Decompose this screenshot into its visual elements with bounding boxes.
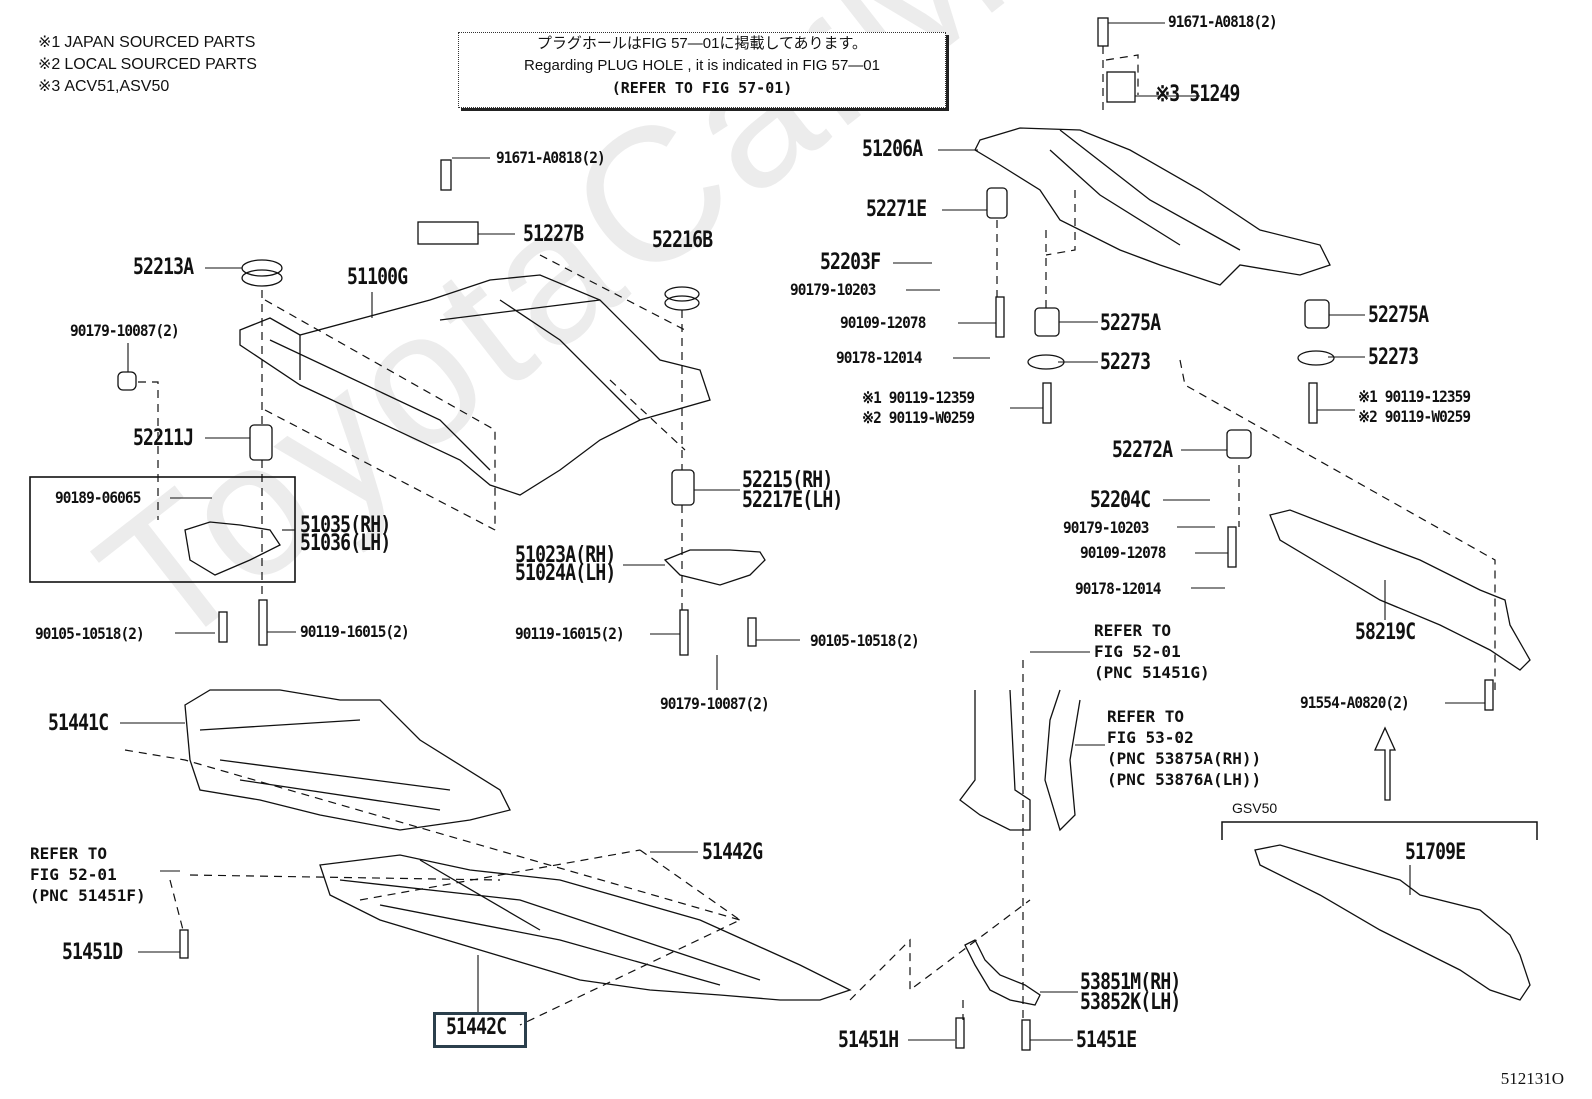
part-label-53851M[interactable]: 53851M(RH) — [1080, 970, 1181, 995]
part-label-51023A[interactable]: 51023A(RH) — [515, 543, 616, 568]
figure-id: 512131O — [1500, 1069, 1564, 1088]
part-label-51206A[interactable]: 51206A — [862, 137, 923, 162]
brace-58219C — [1269, 509, 1531, 671]
plug-hole-note: プラグホールはFIG 57—01に掲載してあります。 Regarding PLU… — [458, 32, 946, 108]
part-label-52203F[interactable]: 52203F — [820, 250, 881, 275]
part-label-52275A[interactable]: 52275A — [1100, 311, 1161, 336]
part-label-52275A[interactable]: 52275A — [1368, 303, 1429, 328]
front-subframe-51100G — [239, 274, 711, 496]
part-label-52273[interactable]: 52273 — [1100, 350, 1151, 375]
part-label-90119-W0259[interactable]: ※2 90119-W0259 — [1358, 407, 1471, 426]
fender-liner — [959, 689, 1031, 831]
part-label-90178-12014[interactable]: 90178-12014 — [836, 348, 922, 367]
part-label-90179-10087[interactable]: 90179-10087(2) — [70, 321, 180, 340]
note-japanese: プラグホールはFIG 57—01に掲載してあります。 — [536, 35, 868, 52]
part-label-90105-10518[interactable]: 90105-10518(2) — [35, 624, 145, 643]
part-label-91671-A0818[interactable]: 91671-A0818(2) — [496, 148, 606, 167]
engine-under-cover-51441C — [184, 689, 511, 831]
part-label-51451H[interactable]: 51451H — [838, 1028, 899, 1053]
part-label-90109-12078[interactable]: 90109-12078 — [1080, 543, 1166, 562]
variant-label: GSV50 — [1232, 800, 1278, 816]
part-label-91554-A0820[interactable]: 91554-A0820(2) — [1300, 693, 1410, 712]
part-label-51442C[interactable]: 51442C — [446, 1015, 507, 1040]
note-reference[interactable]: (REFER TO FIG 57-01) — [611, 79, 793, 97]
part-label-90119-16015[interactable]: 90119-16015(2) — [300, 622, 410, 641]
part-label-90178-12014[interactable]: 90178-12014 — [1075, 579, 1161, 598]
part-label-90189-06065[interactable]: 90189-06065 — [55, 488, 141, 507]
part-label-91671-A0818[interactable]: 91671-A0818(2) — [1168, 12, 1278, 31]
part-label-52273[interactable]: 52273 — [1368, 345, 1419, 370]
bracket-53851M — [964, 939, 1041, 1006]
plate-51035 — [184, 521, 281, 576]
part-label-53852K[interactable]: 53852K(LH) — [1080, 990, 1181, 1015]
part-label-52211J[interactable]: 52211J — [133, 426, 194, 451]
part-label-51441C[interactable]: 51441C — [48, 711, 109, 736]
part-label-90179-10203[interactable]: 90179-10203 — [1063, 518, 1149, 537]
part-label-51451E[interactable]: 51451E — [1076, 1028, 1137, 1053]
part-label-90109-12078[interactable]: 90109-12078 — [840, 313, 926, 332]
part-label-52213A[interactable]: 52213A — [133, 255, 194, 280]
engine-under-cover-51442C — [319, 854, 852, 1001]
part-label-58219C[interactable]: 58219C — [1355, 620, 1416, 645]
part-label-51227B[interactable]: 51227B — [523, 222, 584, 247]
part-label-51035[interactable]: 51035(RH) — [300, 513, 391, 538]
part-label-51442G[interactable]: 51442G — [702, 840, 763, 865]
part-label-90105-10518[interactable]: 90105-10518(2) — [810, 631, 920, 650]
part-label-51100G[interactable]: 51100G — [347, 265, 408, 290]
part-label-90119-12359[interactable]: ※1 90119-12359 — [1358, 387, 1471, 406]
control-arm-51023A — [663, 549, 766, 586]
part-label-52272A[interactable]: 52272A — [1112, 438, 1173, 463]
note-english: Regarding PLUG HOLE , it is indicated in… — [523, 57, 880, 74]
arrow-up — [1373, 726, 1397, 801]
part-label-51036[interactable]: 51036(LH) — [300, 531, 391, 556]
part-label-90179-10087[interactable]: 90179-10087(2) — [660, 694, 770, 713]
part-label-90119-16015[interactable]: 90119-16015(2) — [515, 624, 625, 643]
part-label-90119-W0259[interactable]: ※2 90119-W0259 — [862, 408, 975, 427]
part-label-51451D[interactable]: 51451D — [62, 940, 123, 965]
part-label-52204C[interactable]: 52204C — [1090, 488, 1151, 513]
brace-51709E — [1254, 844, 1531, 1001]
part-label-52271E[interactable]: 52271E — [866, 197, 927, 222]
rear-subframe-51206A — [974, 127, 1331, 286]
part-label-52217E[interactable]: 52217E(LH) — [742, 488, 843, 513]
part-label-51024A[interactable]: 51024A(LH) — [515, 561, 616, 586]
part-label-51709E[interactable]: 51709E — [1405, 840, 1466, 865]
part-label-52215[interactable]: 52215(RH) — [742, 468, 833, 493]
part-label-51249[interactable]: ※3 51249 — [1155, 82, 1240, 107]
highlighted-part-box — [433, 1012, 527, 1048]
part-label-52216B[interactable]: 52216B — [652, 228, 713, 253]
part-label-90119-12359[interactable]: ※1 90119-12359 — [862, 388, 975, 407]
part-label-90179-10203[interactable]: 90179-10203 — [790, 280, 876, 299]
